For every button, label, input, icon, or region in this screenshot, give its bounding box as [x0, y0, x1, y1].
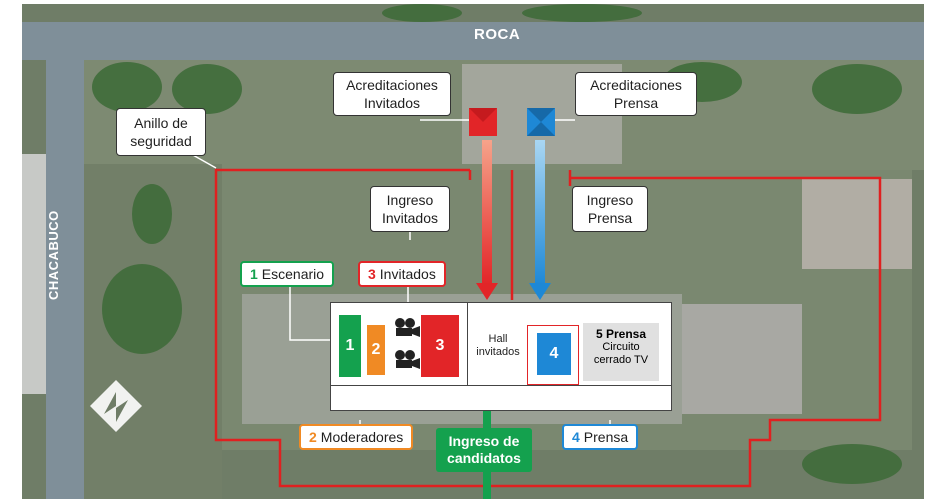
callout-acred-invitados: Acreditaciones Invitados [333, 72, 451, 116]
tree [92, 62, 162, 112]
round-plaza [802, 179, 912, 269]
zone-5-num: 5 [595, 327, 603, 341]
security-ring [214, 168, 882, 488]
zone-5-desc: Circuito cerrado TV [593, 341, 649, 366]
callout-acred-prensa: Acreditaciones Prensa [575, 72, 697, 116]
zone-prensa: 4 [537, 333, 571, 375]
chacabuco-street [46, 60, 84, 499]
legend-invitados: 3 Invitados [358, 261, 446, 287]
zone-prensa-tv: 5 Prensa Circuito cerrado TV [583, 323, 659, 381]
camera-icon [395, 318, 420, 337]
hall-invitados: Hall invitados [476, 333, 520, 358]
accreditation-marker-icon [527, 108, 555, 136]
zone-escenario: 1 [339, 315, 361, 377]
venue-building-plan: 1 2 3 Hall invitados 4 5 Prensa Circuito… [330, 302, 672, 411]
legend-escenario-label: Escenario [261, 266, 325, 282]
tree [522, 4, 642, 22]
accreditation-marker-icon [469, 108, 497, 136]
legend-prensa-num: 4 [572, 429, 580, 445]
press-area-frame [527, 325, 579, 385]
north-arrow-icon [90, 380, 142, 432]
zone-invitados: 3 [421, 315, 459, 377]
tree [382, 4, 462, 22]
legend-moderadores-label: Moderadores [320, 429, 404, 445]
roca-label: ROCA [474, 26, 521, 43]
west-roofs [22, 154, 46, 394]
roca-street [22, 22, 924, 60]
camera-icon [395, 350, 420, 369]
guest-arrow [476, 283, 498, 300]
callout-ingreso-invitados: Ingreso Invitados [370, 186, 450, 232]
tree [172, 64, 242, 114]
legend-invitados-num: 3 [368, 266, 376, 282]
zone-5-title: Prensa [606, 327, 647, 341]
candidates-entrance: Ingreso de candidatos [436, 428, 532, 472]
legend-escenario: 1 Escenario [240, 261, 335, 287]
zone-moderadores: 2 [367, 325, 385, 375]
callout-ingreso-prensa: Ingreso Prensa [572, 186, 648, 232]
guest-route [482, 140, 492, 285]
press-arrow [529, 283, 551, 300]
tree [102, 264, 182, 354]
callout-anillo: Anillo de seguridad [116, 108, 206, 156]
legend-escenario-num: 1 [250, 266, 258, 282]
tree [812, 64, 902, 114]
press-route [535, 140, 545, 285]
tree [132, 184, 172, 244]
legend-prensa-label: Prensa [583, 429, 629, 445]
legend-prensa: 4 Prensa [562, 424, 639, 450]
east-annex [682, 304, 802, 414]
legend-moderadores: 2 Moderadores [299, 424, 414, 450]
legend-invitados-label: Invitados [379, 266, 436, 282]
legend-moderadores-num: 2 [309, 429, 317, 445]
tree [802, 444, 902, 484]
